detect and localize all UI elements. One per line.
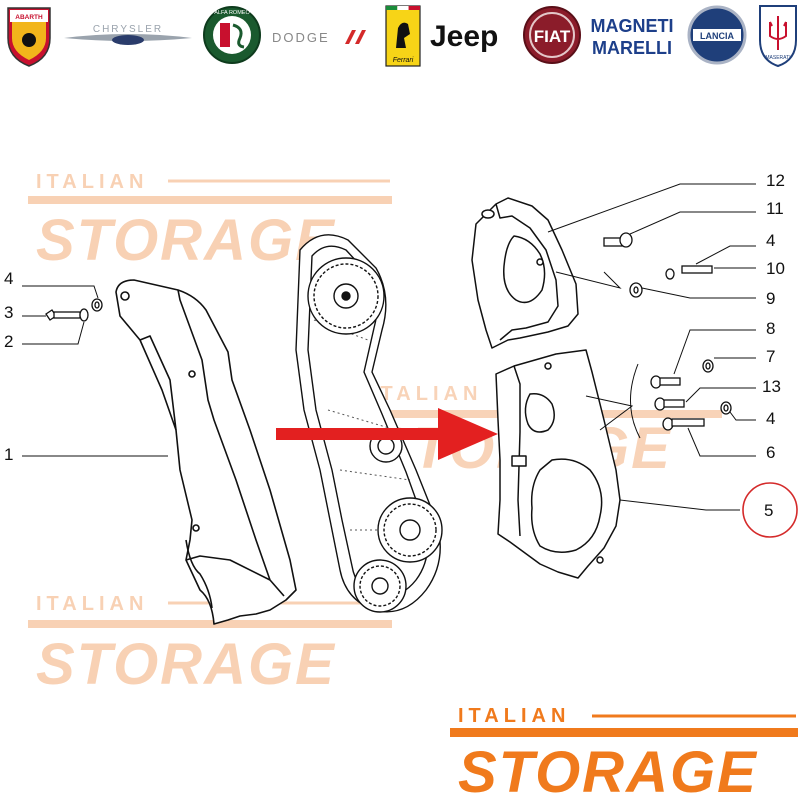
callout-5: 5 (764, 501, 773, 520)
watermark-middle-line1: ITALIAN (370, 383, 482, 405)
red-direction-arrow (276, 408, 498, 460)
watermark-top: ITALIAN STORAGE (28, 171, 392, 273)
callout-8: 8 (766, 319, 775, 338)
callout-4-upper: 4 (766, 231, 775, 250)
highlight-circle-part-5 (742, 482, 798, 538)
timing-belt-assembly (295, 234, 443, 613)
maserati-logo-text: MASERATI (765, 55, 790, 61)
callout-12: 12 (766, 171, 785, 190)
marelli-text: MARELLI (592, 38, 672, 58)
upper-right-hardware (603, 232, 713, 298)
watermark-bottom-line1: ITALIAN (36, 593, 148, 615)
fiat-logo-text: FIAT (534, 27, 571, 46)
jeep-logo: Jeep (430, 20, 498, 53)
abarth-logo-text: ABARTH (15, 14, 43, 21)
maserati-logo: MASERATI (759, 5, 797, 68)
logo-line2: STORAGE (458, 740, 758, 800)
watermark-bottom-line2: STORAGE (36, 632, 336, 697)
watermark-top-line2: STORAGE (36, 208, 336, 273)
lower-right-hardware (650, 359, 732, 431)
callout-1: 1 (4, 445, 13, 464)
dodge-logo-text: DODGE (272, 30, 330, 45)
fiat-logo: FIAT (523, 6, 581, 64)
callout-3: 3 (4, 303, 13, 322)
callouts-left: 4 3 2 1 (4, 269, 13, 464)
callout-2: 2 (4, 332, 13, 351)
part-1-timing-cover-outer (115, 279, 297, 625)
watermark-bottom: ITALIAN STORAGE (28, 593, 392, 697)
magneti-marelli-logo: MAGNETI MARELLI (591, 16, 674, 58)
ferrari-logo: Ferrari (385, 5, 421, 67)
leader-lines (22, 183, 756, 511)
watermark-top-line1: ITALIAN (36, 171, 148, 193)
callout-6: 6 (766, 443, 775, 462)
alfa-romeo-logo: ALFA ROMEO (203, 6, 261, 64)
dodge-logo: DODGE (272, 30, 366, 45)
callout-7: 7 (766, 347, 775, 366)
part-5-lower-backplate (495, 349, 621, 579)
left-bolt-assembly (45, 298, 103, 322)
chrysler-logo: CHRYSLER (64, 24, 192, 45)
callout-4-lower: 4 (766, 409, 775, 428)
callout-9: 9 (766, 289, 775, 308)
callout-4-left: 4 (4, 269, 13, 288)
italian-storage-logo: ITALIAN STORAGE (450, 705, 798, 800)
callout-10: 10 (766, 259, 785, 278)
callout-13: 13 (762, 377, 781, 396)
part-12-upper-timing-cover (471, 197, 579, 349)
ferrari-logo-text: Ferrari (393, 57, 414, 64)
callouts-right: 12 11 4 10 9 8 7 13 4 6 5 (742, 171, 798, 538)
callout-11: 11 (766, 199, 784, 218)
brand-logo-bar: ABARTH CHRYSLER ALFA ROMEO DODGE (7, 5, 797, 68)
chrysler-logo-text: CHRYSLER (93, 24, 163, 35)
lancia-logo-text: LANCIA (700, 31, 734, 41)
lancia-logo: LANCIA (687, 5, 747, 65)
abarth-logo: ABARTH (7, 7, 51, 67)
logo-line1: ITALIAN (458, 705, 570, 727)
alfa-romeo-logo-text: ALFA ROMEO (214, 10, 250, 16)
magneti-text: MAGNETI (591, 16, 674, 36)
